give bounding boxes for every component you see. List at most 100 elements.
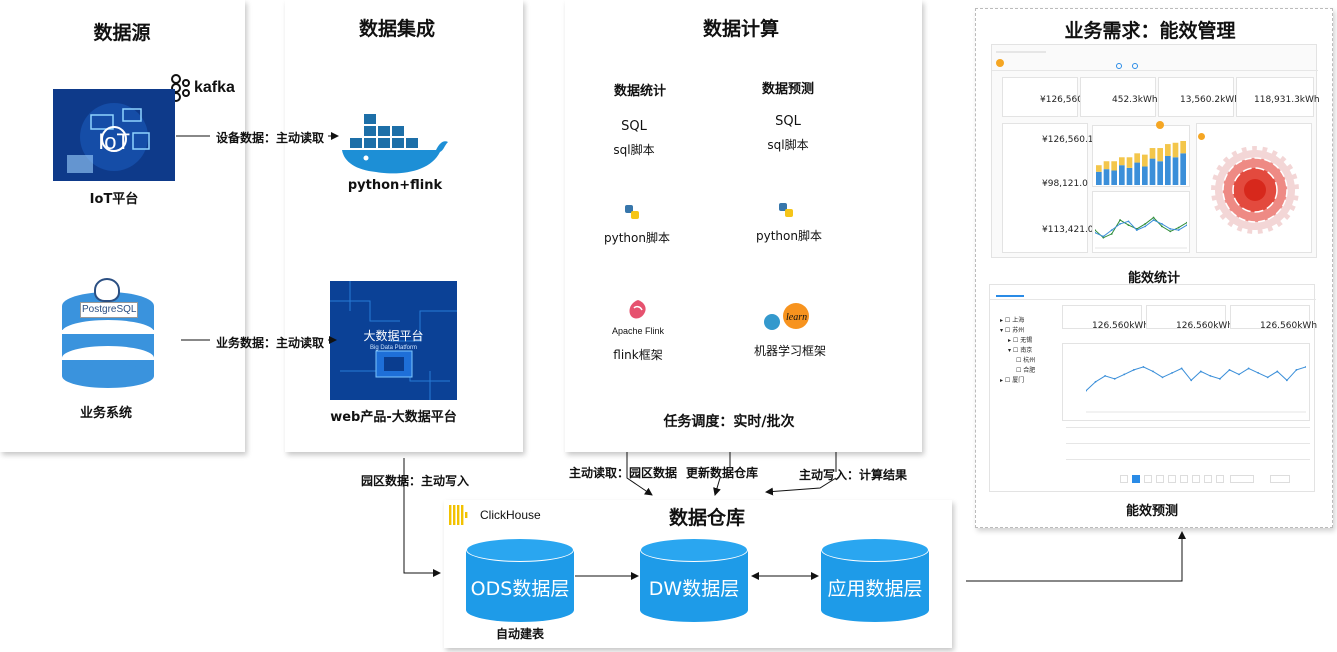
apache-flink-icon	[626, 298, 650, 322]
tree-item[interactable]: ☐ 合肥	[1016, 367, 1036, 374]
tree-item[interactable]: ☐ 杭州	[1016, 357, 1036, 364]
tree-item[interactable]: ▸ ☐ 上海	[1000, 317, 1025, 324]
stats-col-title: 数据统计	[613, 84, 666, 99]
data-point	[1132, 369, 1135, 371]
data-point	[1209, 374, 1212, 377]
ods-layer: ODS数据层	[466, 538, 574, 622]
update-dw-label: 更新数据仓库	[685, 466, 758, 480]
data-point	[1144, 222, 1147, 225]
svg-text:IoT: IoT	[98, 129, 130, 154]
compute-title: 数据计算	[702, 18, 779, 40]
bar	[1119, 157, 1125, 166]
data-point	[1161, 225, 1163, 228]
data-point	[1276, 370, 1279, 373]
write-result-label: 主动写入：计算结果	[798, 468, 907, 482]
bar	[1134, 162, 1140, 185]
tree-item[interactable]: ▸ ☐ 厦门	[1000, 377, 1025, 384]
data-point	[1102, 235, 1105, 238]
data-point	[1119, 222, 1121, 225]
warehouse-title: 数据仓库	[668, 507, 745, 529]
bar	[1111, 161, 1117, 171]
data-point	[1142, 366, 1145, 368]
task-schedule-label: 任务调度：实时/批次	[663, 414, 795, 430]
tree-item[interactable]: ▾ ☐ 南京	[1008, 347, 1033, 354]
bar	[1096, 165, 1102, 172]
sklearn-icon: learn	[762, 302, 814, 332]
integration-title: 数据集成	[358, 18, 435, 40]
bar	[1126, 167, 1133, 185]
data-point	[1123, 373, 1126, 376]
data-point	[1152, 370, 1154, 373]
bar	[1119, 165, 1125, 185]
data-point	[1238, 373, 1240, 376]
app-layer-label: 应用数据层	[827, 578, 923, 600]
pagination[interactable]	[1120, 475, 1310, 485]
orange-marker-icon	[1156, 121, 1164, 129]
orange-marker-icon	[1198, 133, 1205, 140]
data-point	[1095, 231, 1096, 234]
data-point	[1110, 229, 1113, 232]
python-icon	[778, 202, 794, 218]
data-point	[1102, 236, 1105, 239]
data-point	[1161, 222, 1163, 225]
device-data-label: 设备数据：主动读取	[215, 131, 324, 145]
bigdata-screen-title: 大数据平台	[363, 329, 424, 343]
postgres-text: PostgreSQL	[82, 304, 137, 315]
stats-dashboard: ¥126,560 452.3kWh 13,560.2kWh 118,931.3k…	[991, 44, 1320, 258]
postgres-elephant-icon	[94, 278, 120, 302]
park-data-label: 园区数据：主动写入	[360, 474, 469, 488]
tree-item[interactable]: ▾ ☐ 苏州	[1000, 327, 1025, 334]
sql-stats: SQL	[621, 119, 647, 134]
predict-col-title: 数据预测	[761, 82, 814, 97]
python-stats: python脚本	[604, 231, 670, 245]
clickhouse-icon	[449, 505, 473, 525]
bar	[1142, 166, 1148, 185]
python-flink-label: python+flink	[347, 178, 443, 193]
sunburst-chart	[1210, 145, 1300, 235]
tree-item[interactable]: ▸ ☐ 无锡	[1008, 337, 1033, 344]
business-title: 业务需求：能效管理	[1064, 20, 1236, 42]
bar	[1172, 142, 1179, 158]
predict-kpi-3: 126.560kWh	[1260, 321, 1318, 331]
predict-kpi-2: 126.560kWh	[1176, 321, 1234, 331]
tree-list: ▸ ☐ 上海 ▾ ☐ 苏州 ▸ ☐ 无锡 ▾ ☐ 南京 ☐ 杭州 ☐ 合肥 ▸ …	[996, 309, 1056, 479]
data-point	[1177, 229, 1180, 232]
data-point	[1247, 367, 1250, 370]
side-value-1: ¥126,560.1	[1042, 135, 1094, 145]
stats-caption: 能效统计	[1127, 271, 1180, 286]
sql-predict: SQL	[775, 114, 801, 129]
ods-layer-label: ODS数据层	[470, 578, 570, 600]
bar	[1165, 144, 1171, 156]
predict-line-chart	[1086, 366, 1306, 413]
predict-dashboard: ▸ ☐ 上海 ▾ ☐ 苏州 ▸ ☐ 无锡 ▾ ☐ 南京 ☐ 杭州 ☐ 合肥 ▸ …	[989, 284, 1318, 492]
apache-flink-logo-text: Apache Flink	[611, 326, 665, 336]
data-point	[1152, 219, 1155, 221]
bar	[1180, 153, 1186, 185]
bar	[1165, 155, 1171, 185]
postgres-label-box	[80, 302, 138, 318]
series-line	[1095, 216, 1187, 239]
line-chart-card	[1092, 191, 1190, 253]
auto-create-table-label: 自动建表	[495, 627, 544, 641]
data-point	[1104, 374, 1107, 377]
bar	[1103, 161, 1110, 170]
business-system-label: 业务系统	[79, 406, 132, 421]
flink-framework: flink框架	[613, 348, 663, 362]
datasource-title: 数据源	[93, 22, 151, 44]
bar	[1157, 148, 1163, 162]
side-value-3: ¥113,421.0	[1042, 225, 1094, 235]
data-point	[1180, 367, 1183, 370]
kafka-logo: kafka	[170, 74, 240, 102]
kpi-2: 452.3kWh	[1112, 95, 1158, 105]
sql-stats-sub: sql脚本	[613, 143, 655, 157]
kpi-3: 13,560.2kWh	[1180, 95, 1240, 105]
data-point	[1152, 216, 1155, 219]
data-point	[1169, 230, 1172, 233]
data-point	[1219, 377, 1221, 380]
bigdata-platform-label: web产品-大数据平台	[330, 410, 457, 425]
bar	[1149, 158, 1156, 185]
series-line	[1095, 219, 1187, 237]
compute-panel	[565, 0, 922, 452]
iot-label: IoT平台	[89, 192, 139, 207]
bar-chart	[1096, 141, 1186, 185]
